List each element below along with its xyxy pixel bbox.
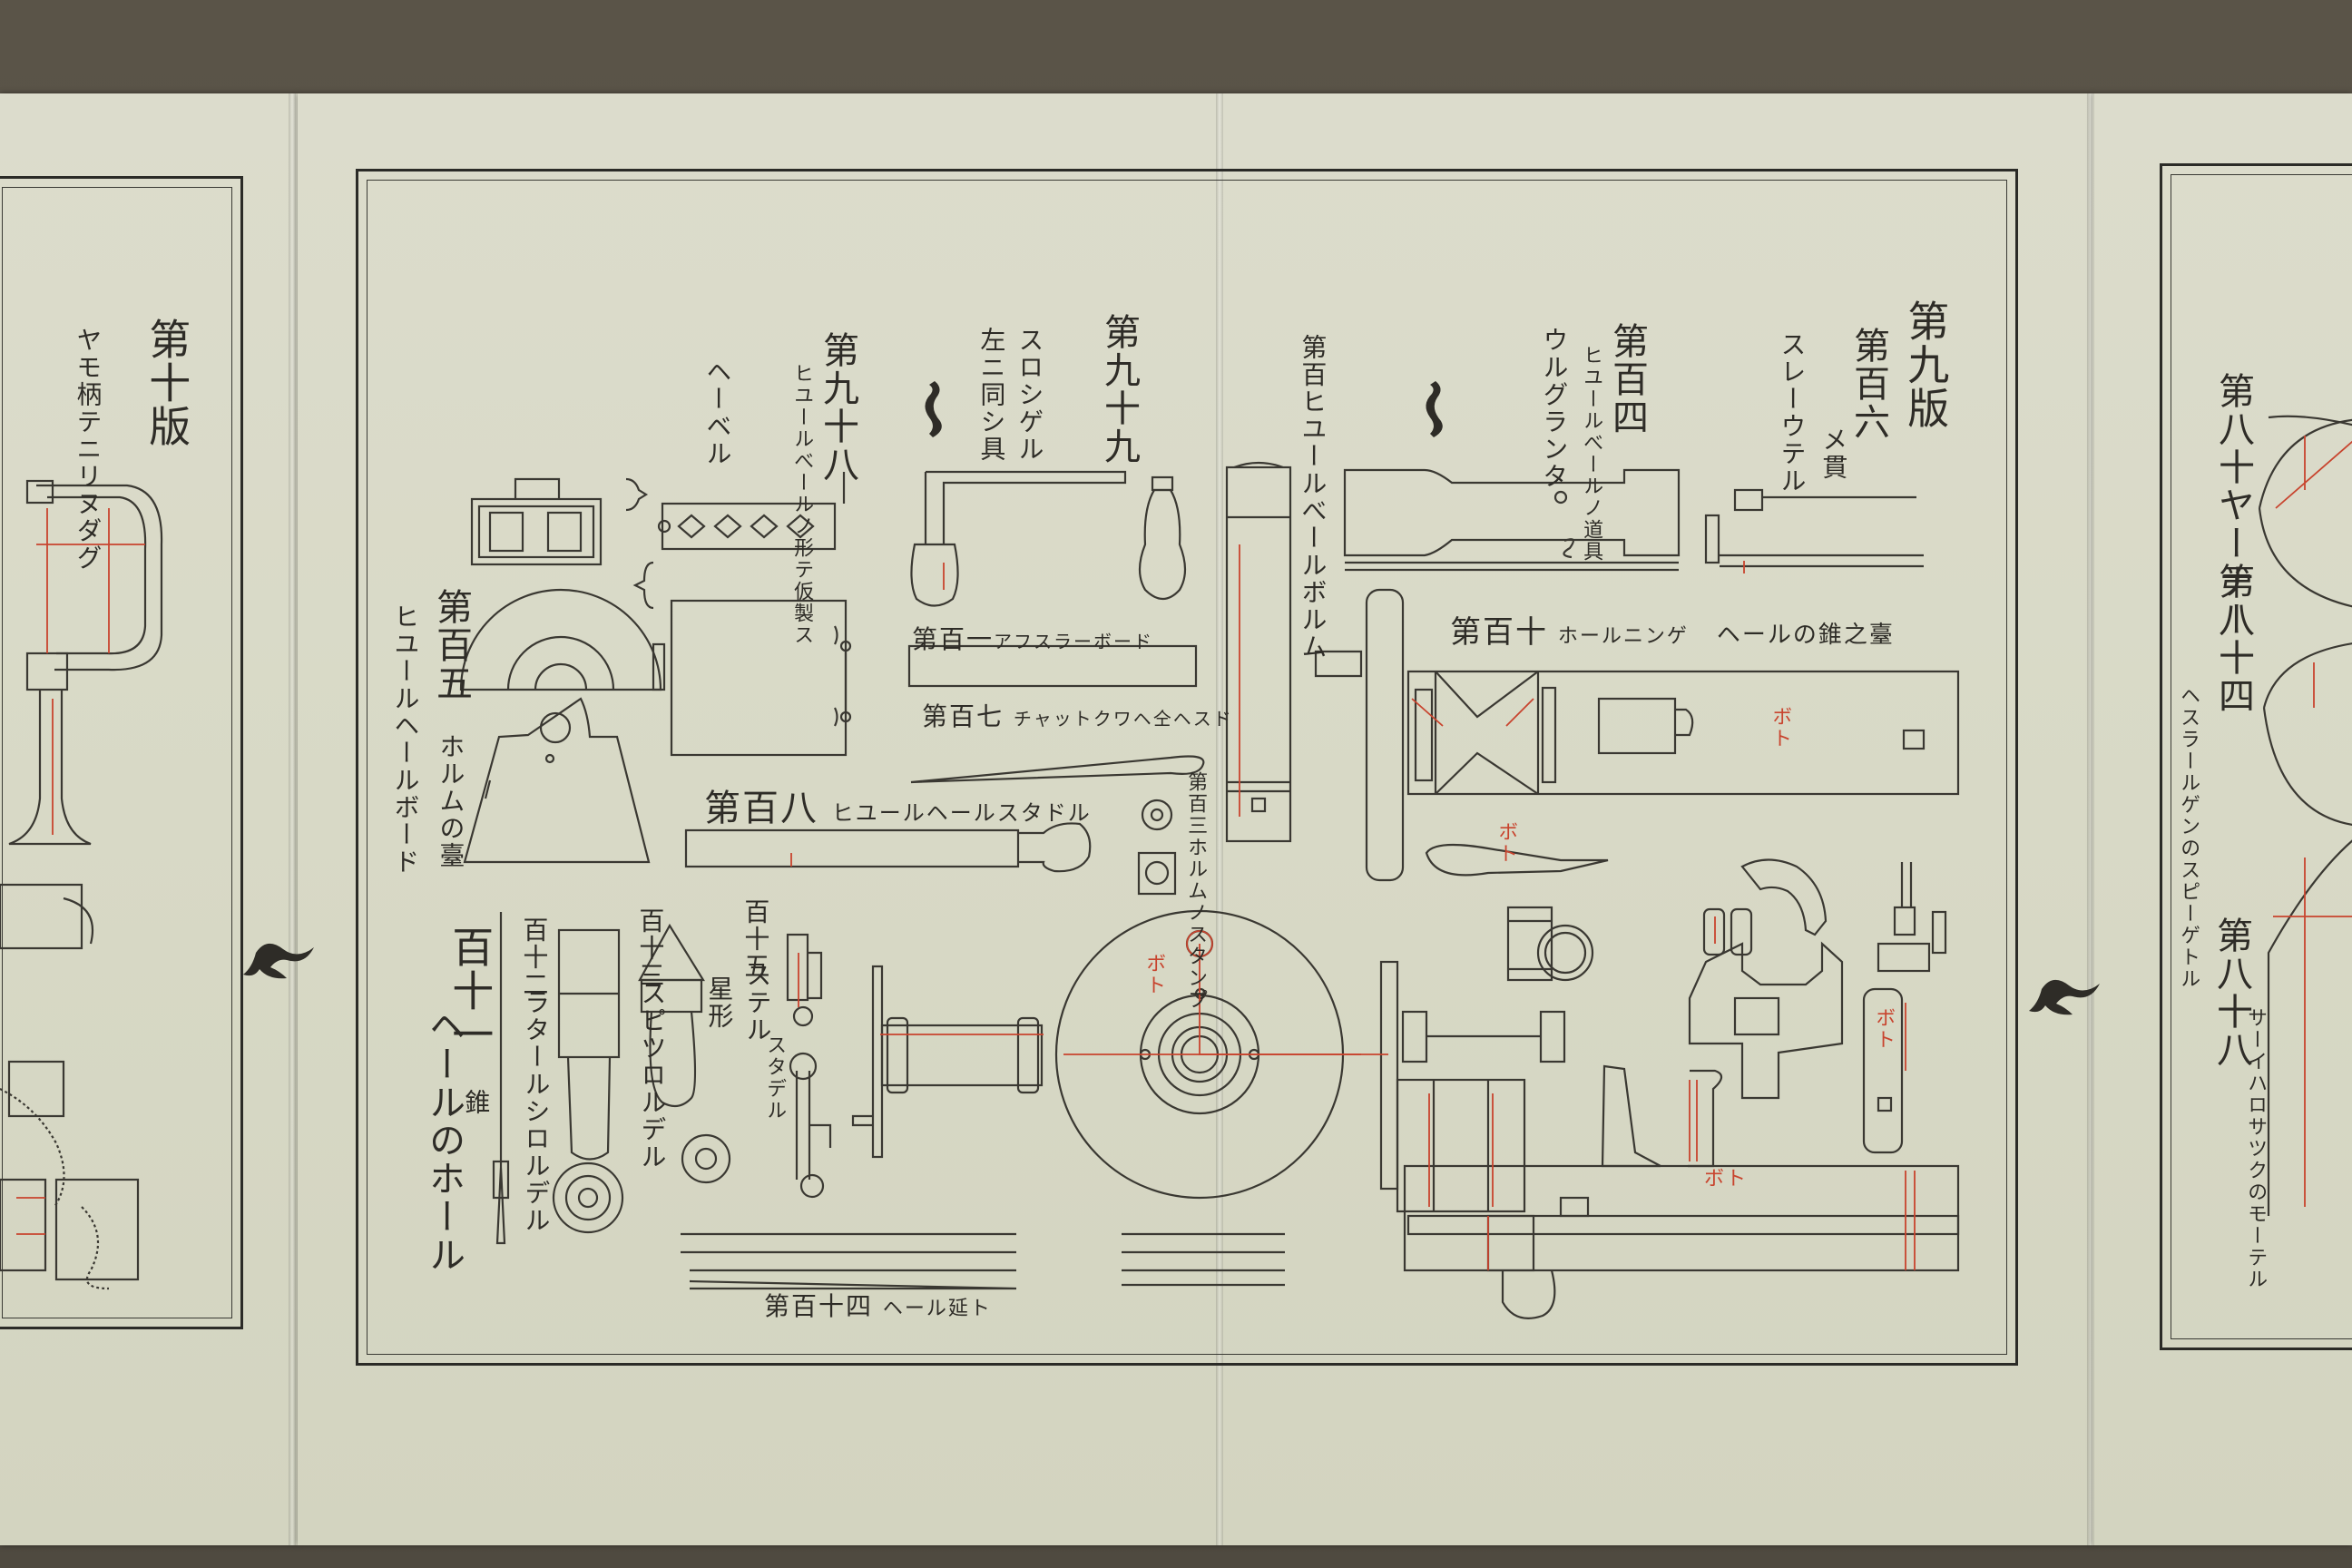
fig113-number: 百十三 [635, 907, 666, 989]
fig107-number: 第百七 [922, 701, 1004, 731]
fig104-number: 第百四 [1606, 322, 1648, 436]
fig98-number: 第九十八 [817, 331, 858, 484]
fig103-number: 第百三 [1184, 771, 1208, 837]
left-plate-frame [0, 176, 243, 1329]
fig108-label: 第百八 ヒユールヘールスタドル [704, 789, 1092, 828]
anvil-label: ホルムの臺 [436, 733, 466, 869]
red-mark: ボト [1704, 1168, 1749, 1191]
fig101-label: 第百一アフスラーボード [912, 626, 1153, 652]
page-fold [289, 93, 296, 1545]
fig111-note: 錐 [461, 1089, 492, 1116]
main-plate-frame [356, 169, 2018, 1366]
fig84-number: 第八十四 [2212, 563, 2254, 715]
left-plate-label: 第十版 [142, 318, 192, 448]
fig99-name: スロシゲル [1014, 327, 1045, 463]
fig103-name: ホルムノスタンプ [1184, 837, 1208, 1011]
left-caption-fragment: ヤモ柄テニリヌダグ [73, 327, 103, 572]
fig104-reading: ウルグランタ [1539, 327, 1570, 490]
fig84-desc: ヘスラールゲンのスピーゲトル [2177, 685, 2200, 990]
red-mark: ボト [1769, 706, 1792, 750]
fig115-note: 星形 [704, 975, 735, 1030]
right-top-fragment: 第八十ヤーナー [2212, 372, 2254, 639]
fig100-number: 第百ヒユールべールボルム [1298, 334, 1328, 661]
red-mark: ボト [1872, 1007, 1896, 1051]
right-plate-frame [2160, 163, 2352, 1350]
fig114-label: 第百十四 ヘール延ト [764, 1293, 992, 1319]
fig98-desc: ヒユールべールノ形テ仮製ス [790, 363, 814, 646]
fig115-sub: スタデル [763, 1034, 787, 1122]
page-fold [2087, 93, 2094, 1545]
fig106-name: メ貫 [1818, 426, 1849, 481]
fig99-note: 左ニ同シ具 [976, 327, 1007, 463]
fig107-label: 第百七 チャットクワヘ仝ヘスド [922, 703, 1233, 730]
fig104-desc: ヒユールべールノ道具 [1580, 345, 1603, 563]
fig99-number: 第九十九 [1098, 313, 1140, 466]
fig108-number: 第百八 [704, 788, 818, 829]
fig88-desc: サーイハロサツクのモーテル [2244, 1007, 2268, 1290]
fig112-name: ラタールシロルデル [521, 989, 552, 1234]
fig115-number: 百十五 [740, 898, 771, 980]
left-page-sheet [0, 93, 298, 1545]
right-page-sheet [2092, 93, 2352, 1545]
fig101-name: アフスラーボード [994, 631, 1154, 652]
fig105-name: ヒユールヘールボード [390, 603, 421, 876]
fig114-number: 第百十四 [764, 1291, 874, 1321]
red-mark: ボト [1142, 953, 1166, 996]
fig115-name: ステル [742, 962, 773, 1044]
fig114-name: ヘール延ト [882, 1298, 992, 1320]
fig111-number: 百十一 [446, 926, 495, 1056]
fig103-label: 第百三ホルムノスタンプ [1184, 771, 1208, 1011]
red-mark: ボト [1494, 821, 1518, 865]
fig88-number: 第八十八 [2210, 916, 2252, 1069]
fig107-name: チャットクワヘ仝ヘスド [1013, 708, 1233, 730]
fig105-number: 第百五 [430, 588, 472, 702]
fig106-number: 第百六 [1847, 327, 1889, 441]
center-fold [1216, 93, 1223, 1545]
fig101-number: 第百一 [912, 624, 995, 654]
fig110-name: ホールニンゲ [1557, 625, 1689, 648]
fig113-name: スピツロルデル [637, 980, 668, 1171]
fig112-number: 百十二 [519, 916, 550, 998]
fig110-number: 第百十 [1450, 614, 1548, 651]
fig106-reading: スレーウテル [1777, 331, 1808, 495]
fig98-reading: ヘーベル [702, 358, 733, 467]
main-plate-label: 第九版 [1901, 299, 1951, 430]
fig110-note: ヘールの錐之臺 [1716, 622, 1895, 649]
fig110-label: 第百十 ホールニンゲ ヘールの錐之臺 [1450, 614, 1895, 651]
main-page-sheet [298, 93, 2092, 1545]
fig108-name: ヒユールヘールスタドル [831, 800, 1092, 826]
fig111-name: ヘールのホール [423, 1007, 465, 1274]
